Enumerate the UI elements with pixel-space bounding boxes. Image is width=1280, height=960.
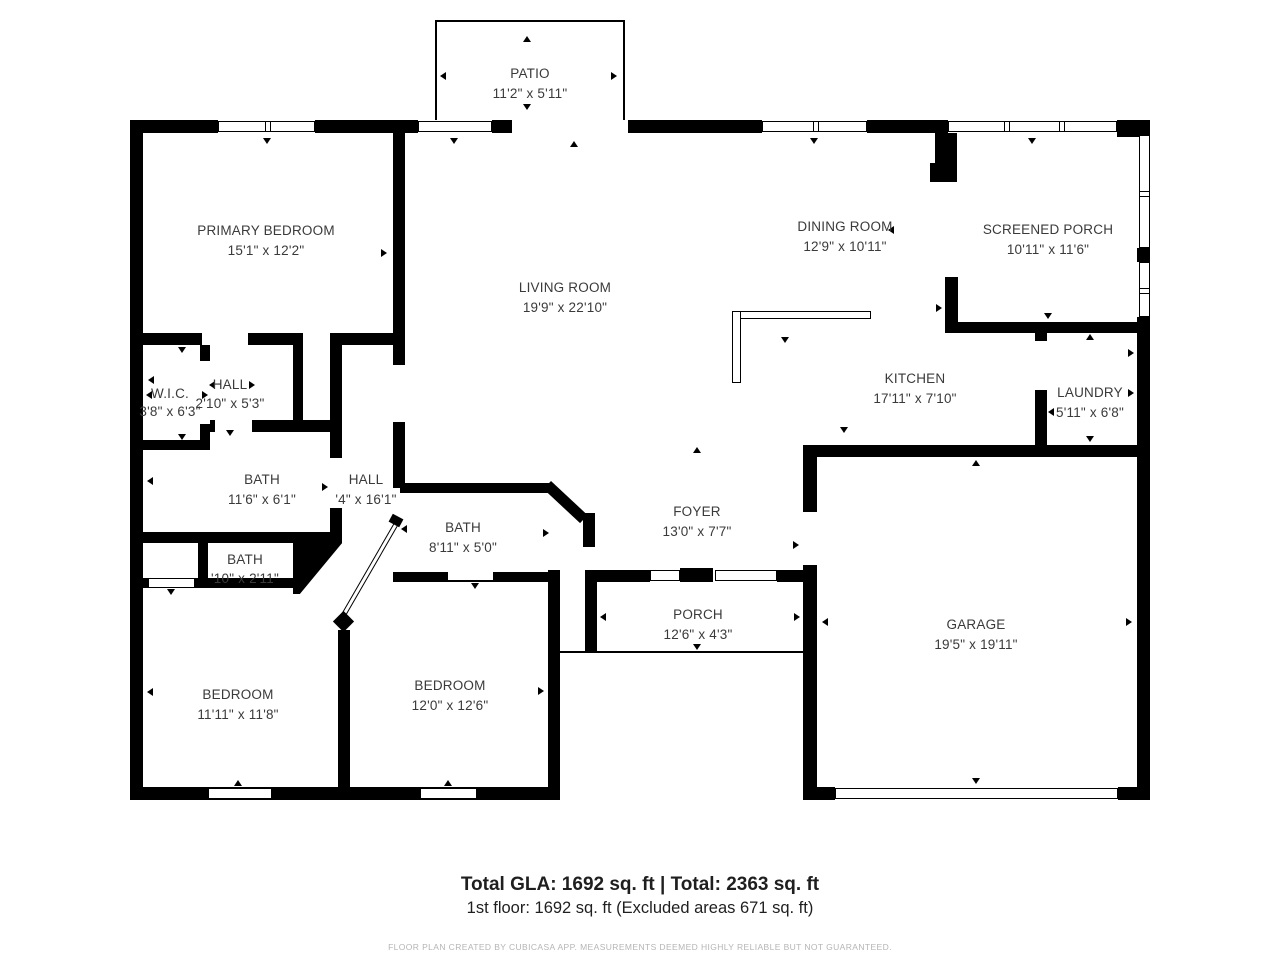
window — [208, 788, 272, 799]
room-name: LAUNDRY — [1057, 385, 1123, 400]
room-label-hall-corridor: HALL '4" x 16'1" — [335, 470, 396, 510]
room-dims: 12'9" x 10'11" — [803, 239, 887, 254]
diagonal-door — [341, 521, 399, 617]
room-name: KITCHEN — [884, 371, 946, 386]
room-label-primary-bedroom: PRIMARY BEDROOM 15'1" x 12'2" — [197, 221, 335, 261]
room-label-living-room: LIVING ROOM 19'9" x 22'10" — [519, 278, 611, 318]
wall-mass — [293, 532, 342, 594]
room-dims: 11'11" x 11'8" — [197, 707, 279, 722]
room-dims: 11'2" x 5'11" — [492, 86, 568, 101]
room-label-bath-main: BATH 11'6" x 6'1" — [228, 470, 296, 510]
window — [148, 578, 195, 588]
window — [418, 121, 492, 132]
room-name: FOYER — [673, 504, 721, 519]
footer-disclaimer: FLOOR PLAN CREATED BY CUBICASA APP. MEAS… — [388, 942, 892, 952]
room-label-bath-small: BATH '10" x 2'11" — [211, 550, 279, 588]
room-dims: 10'11" x 11'6" — [1006, 242, 1090, 257]
window — [420, 788, 477, 799]
room-name: BATH — [244, 472, 280, 487]
room-label-kitchen: KITCHEN 17'11" x 7'10" — [873, 369, 956, 409]
room-label-patio: PATIO 11'2" x 5'11" — [493, 64, 568, 104]
room-name: PRIMARY BEDROOM — [197, 223, 335, 238]
room-label-garage: GARAGE 19'5" x 19'11" — [934, 615, 1017, 655]
kitchen-counter — [732, 311, 741, 383]
room-name: W.I.C. — [151, 386, 189, 401]
room-dims: 15'1" x 12'2" — [227, 243, 305, 258]
diagonal-wall — [543, 481, 588, 524]
footer: Total GLA: 1692 sq. ft | Total: 2363 sq.… — [0, 874, 1280, 952]
room-dims: 17'11" x 7'10" — [873, 391, 957, 406]
room-name: PATIO — [510, 66, 550, 81]
room-dims: '10" x 2'11" — [211, 571, 279, 586]
room-label-wic: W.I.C. 3'8" x 6'3" — [139, 385, 200, 421]
room-label-dining-room: DINING ROOM 12'9" x 10'11" — [797, 217, 892, 257]
room-name: GARAGE — [946, 617, 1006, 632]
room-name: PORCH — [673, 607, 723, 622]
window — [948, 121, 1117, 132]
room-dims: 19'9" x 22'10" — [522, 300, 608, 315]
footer-total-area: Total GLA: 1692 sq. ft | Total: 2363 sq.… — [460, 874, 820, 895]
room-name: HALL — [212, 377, 248, 392]
room-dims: 11'6" x 6'1" — [228, 492, 296, 507]
room-name: HALL — [348, 472, 384, 487]
room-dims: '4" x 16'1" — [335, 492, 397, 507]
door-threshold — [448, 580, 494, 582]
room-name: BEDROOM — [202, 687, 274, 702]
room-dims: 3'8" x 6'3" — [139, 404, 201, 419]
screen-panel — [1139, 135, 1150, 248]
kitchen-counter — [732, 311, 871, 319]
room-label-bedroom-left: BEDROOM 11'11" x 11'8" — [197, 685, 278, 725]
room-name: BATH — [227, 552, 263, 567]
patio-wall — [623, 20, 625, 120]
window — [762, 121, 867, 132]
room-label-foyer: FOYER 13'0" x 7'7" — [663, 502, 732, 542]
room-label-bedroom-center: BEDROOM 12'0" x 12'6" — [412, 676, 489, 716]
window — [218, 121, 315, 132]
room-dims: 5'11" x 6'8" — [1056, 405, 1124, 420]
window — [650, 570, 680, 581]
room-label-laundry: LAUNDRY 5'11" x 6'8" — [1056, 383, 1124, 423]
room-name: LIVING ROOM — [518, 280, 612, 295]
garage-door — [835, 788, 1118, 799]
room-dims: 12'0" x 12'6" — [411, 698, 489, 713]
room-name: SCREENED PORCH — [982, 222, 1114, 237]
room-dims: 13'0" x 7'7" — [662, 524, 732, 539]
window — [715, 570, 777, 581]
room-name: BATH — [445, 520, 481, 535]
room-label-hall-upper: HALL 2'10" x 5'3" — [196, 375, 265, 413]
room-label-screened-porch: SCREENED PORCH 10'11" x 11'6" — [983, 220, 1113, 260]
patio-wall — [435, 20, 625, 22]
screen-panel — [1139, 262, 1150, 317]
patio-wall — [435, 20, 437, 120]
room-dims: 8'11" x 5'0" — [429, 540, 497, 555]
room-name: BEDROOM — [414, 678, 486, 693]
room-dims: 2'10" x 5'3" — [195, 396, 265, 411]
room-dims: 19'5" x 19'11" — [934, 637, 1018, 652]
room-label-bath-middle: BATH 8'11" x 5'0" — [429, 518, 497, 558]
porch-edge — [560, 651, 806, 653]
room-label-porch: PORCH 12'6" x 4'3" — [664, 605, 733, 645]
room-dims: 12'6" x 4'3" — [663, 627, 733, 642]
room-name: DINING ROOM — [797, 219, 893, 234]
footer-floor-area: 1st floor: 1692 sq. ft (Excluded areas 6… — [466, 899, 814, 917]
